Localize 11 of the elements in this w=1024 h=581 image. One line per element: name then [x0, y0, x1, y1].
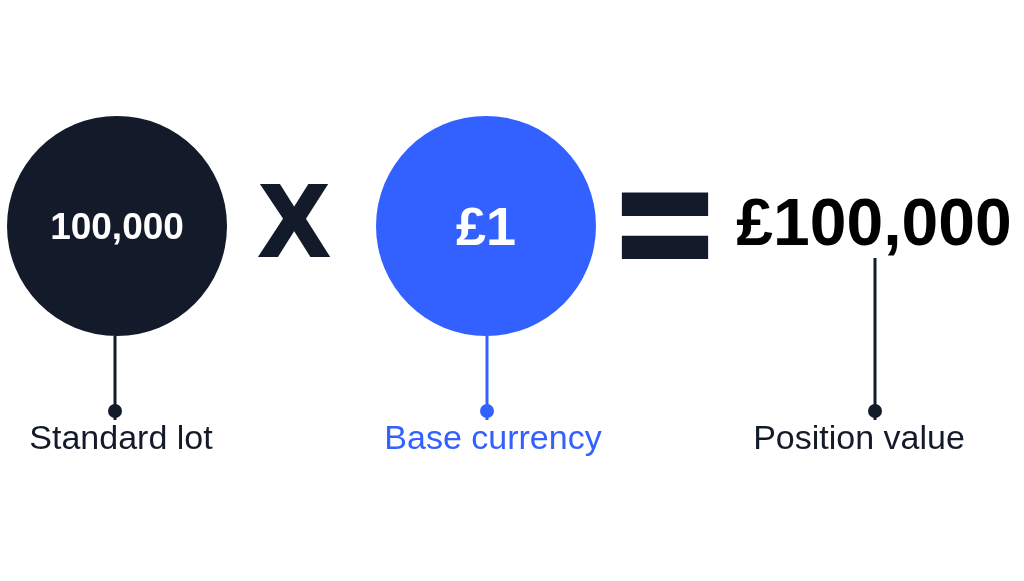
- equals-sign: =: [618, 192, 712, 256]
- result-value: £100,000: [736, 186, 1012, 258]
- value-label: £1: [455, 199, 517, 253]
- value-label: 100,000: [50, 207, 184, 245]
- callout-label: Standard lot: [29, 420, 213, 454]
- callout-label: Base currency: [384, 420, 602, 454]
- multiplication-sign: X: [260, 180, 328, 260]
- leader-line: [868, 258, 882, 420]
- callout-label: Position value: [753, 420, 965, 454]
- leader-line: [108, 336, 122, 420]
- leader-line: [480, 336, 494, 420]
